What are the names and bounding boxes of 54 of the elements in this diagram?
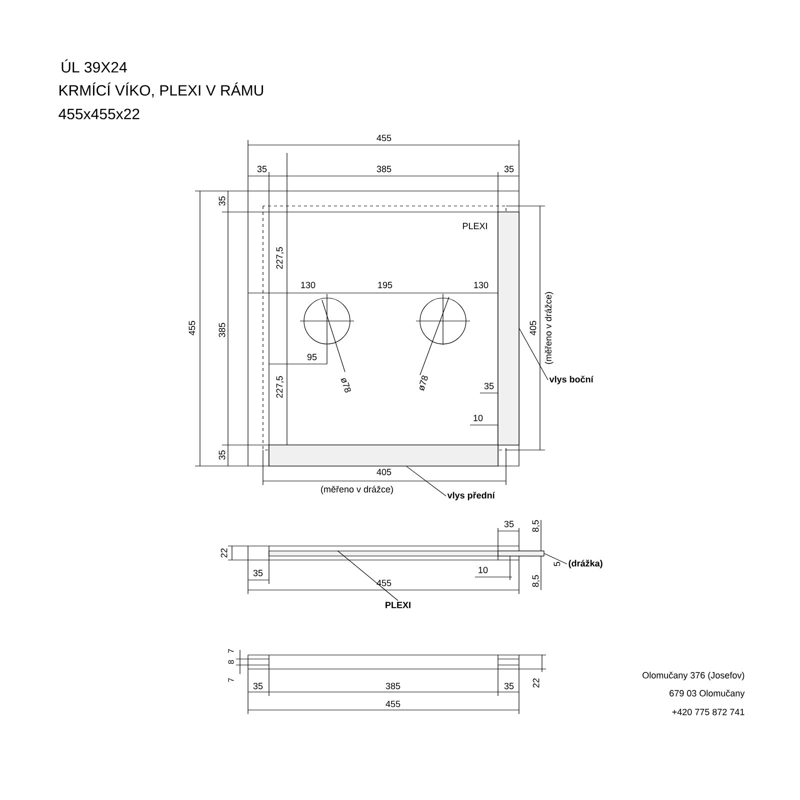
part-label: PLEXI — [462, 222, 487, 230]
phone-number: +420 775 872 741 — [672, 708, 744, 716]
dimension-label: 22 — [220, 548, 228, 558]
dimension-label: (měřeno v drážce) — [544, 292, 554, 364]
frame-bar — [268, 444, 498, 466]
frame-bar — [498, 550, 544, 556]
dimension-label: 385 — [386, 682, 400, 690]
dimension-label: 455 — [386, 700, 400, 708]
dimension-label: 227,5 — [276, 376, 284, 398]
dimension-label: 7 — [228, 678, 234, 682]
dimension-label: 22 — [532, 678, 540, 688]
leader-line — [519, 328, 548, 380]
dimension-label: (měřeno v drážce) — [321, 486, 393, 494]
dimension-label: 130 — [474, 282, 488, 288]
part-label: vlys přední — [447, 492, 496, 500]
dimension-label: 35 — [504, 682, 514, 690]
dimension-label: 455 — [376, 134, 392, 142]
leader-line — [337, 550, 398, 601]
dimension-label: 35 — [218, 196, 226, 206]
leader-line — [544, 553, 568, 564]
dimension-label: 130 — [301, 282, 316, 288]
dimension-label: 455 — [376, 580, 392, 586]
dimension-label: 405 — [530, 320, 536, 336]
dimension-label: 385 — [218, 322, 226, 338]
dimension-label: 35 — [504, 520, 514, 528]
dimension-label: 8,5 — [532, 575, 540, 587]
dimension-label: 35 — [218, 450, 226, 460]
subtitle: 455x455x22 — [58, 108, 140, 120]
dimension-label: 95 — [307, 354, 317, 360]
dimension-label: 35 — [253, 682, 263, 690]
dimension-label: 8,5 — [532, 520, 540, 532]
part-label: (drážka) — [568, 560, 602, 568]
dimension-label: 10 — [474, 414, 483, 422]
dimension-label: 35 — [253, 570, 263, 576]
subtitle: KRMÍCÍ VÍKO, PLEXI V RÁMU — [60, 82, 264, 98]
leader-line — [406, 466, 446, 496]
dimension-label: 5 — [554, 562, 560, 566]
dimension-label: ø78 — [419, 376, 428, 392]
dimension-label: 227,5 — [276, 247, 284, 269]
part-label: vlys boční — [549, 376, 594, 384]
dimension-label: 7 — [228, 649, 234, 653]
title: ÚL 39X24 — [62, 59, 127, 73]
dimension-label: 8 — [228, 660, 234, 664]
dimension-label: 385 — [376, 166, 392, 172]
frame-bar — [498, 212, 520, 446]
dimension-label: 10 — [478, 566, 488, 574]
address-text: 679 03 Olomučany — [670, 690, 745, 698]
dimension-label: 455 — [188, 320, 196, 336]
dimension-label: ø78 — [340, 378, 351, 393]
part-label: PLEXI — [386, 602, 410, 608]
dimension-label: 35 — [257, 166, 267, 172]
dimension-label: 35 — [504, 166, 514, 172]
dimension-label: 195 — [378, 282, 392, 288]
address-text: Olomučany 376 (Josefov) — [642, 672, 744, 680]
